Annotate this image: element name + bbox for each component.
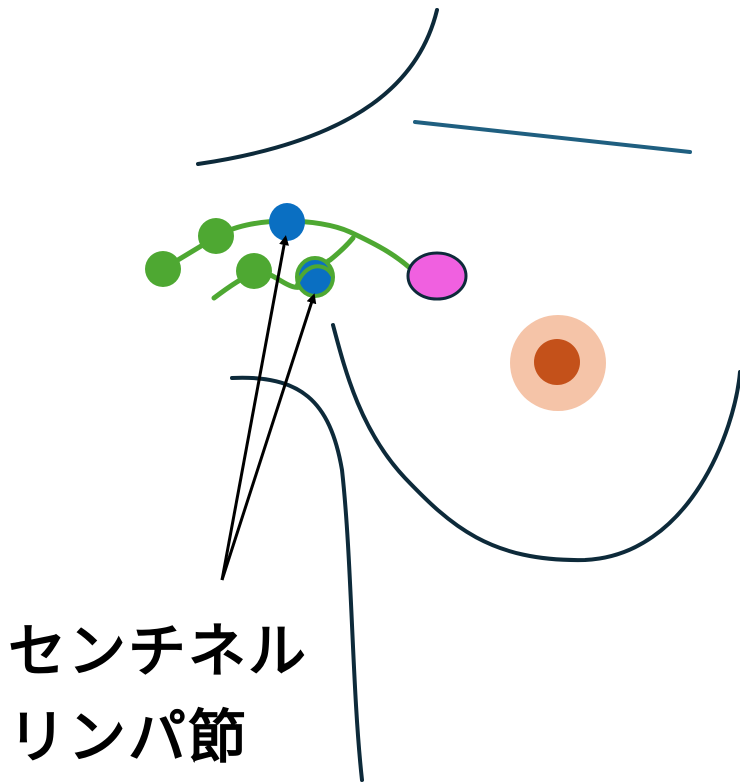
sentinel-node bbox=[269, 203, 305, 241]
breast-outline bbox=[331, 323, 740, 563]
neck-shoulder-outline bbox=[196, 8, 439, 166]
label-line-1: センチネル bbox=[8, 617, 309, 685]
sentinel-lymph-node-label: センチネル リンパ節 bbox=[8, 608, 368, 780]
clavicle-line bbox=[413, 120, 692, 154]
injection-site bbox=[406, 251, 468, 301]
nipple bbox=[534, 339, 580, 385]
label-line-2: リンパ節 bbox=[8, 703, 249, 771]
arm-outline bbox=[230, 375, 364, 782]
lymph-vessel-upper bbox=[160, 218, 413, 272]
lymph-node bbox=[145, 251, 181, 287]
pointer-arrow-upper bbox=[220, 235, 290, 581]
pointer-arrow-lower bbox=[220, 293, 317, 581]
lymph-vessel-loop bbox=[295, 264, 334, 287]
lymph-node bbox=[236, 253, 272, 289]
lymph-node bbox=[198, 218, 234, 254]
